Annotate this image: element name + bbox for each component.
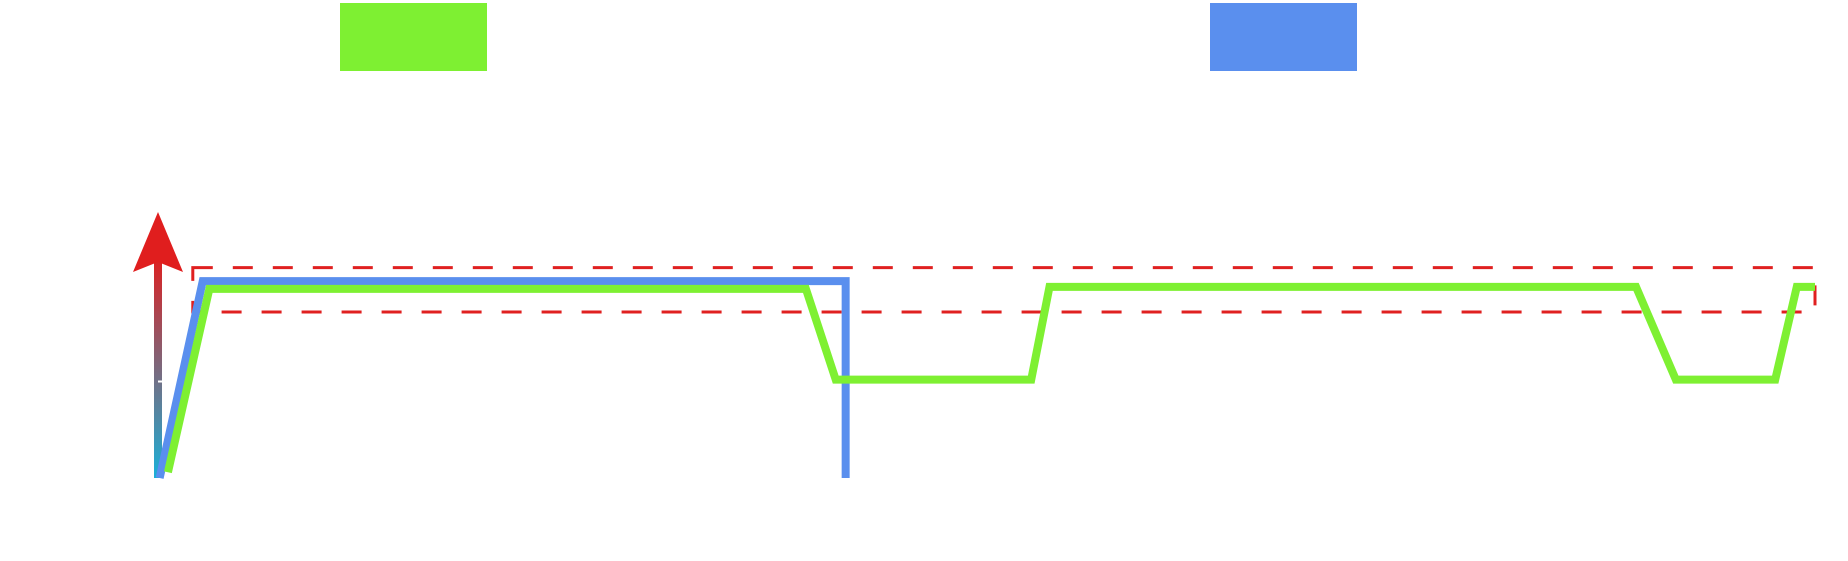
legend-swatch-green [340, 3, 487, 71]
y-axis [133, 212, 183, 478]
y-axis-arrowhead [133, 212, 183, 272]
legend-swatch-blue [1210, 3, 1357, 71]
y-axis-line [154, 255, 162, 478]
series-green-line [164, 282, 1815, 474]
series-layer [155, 277, 1815, 479]
